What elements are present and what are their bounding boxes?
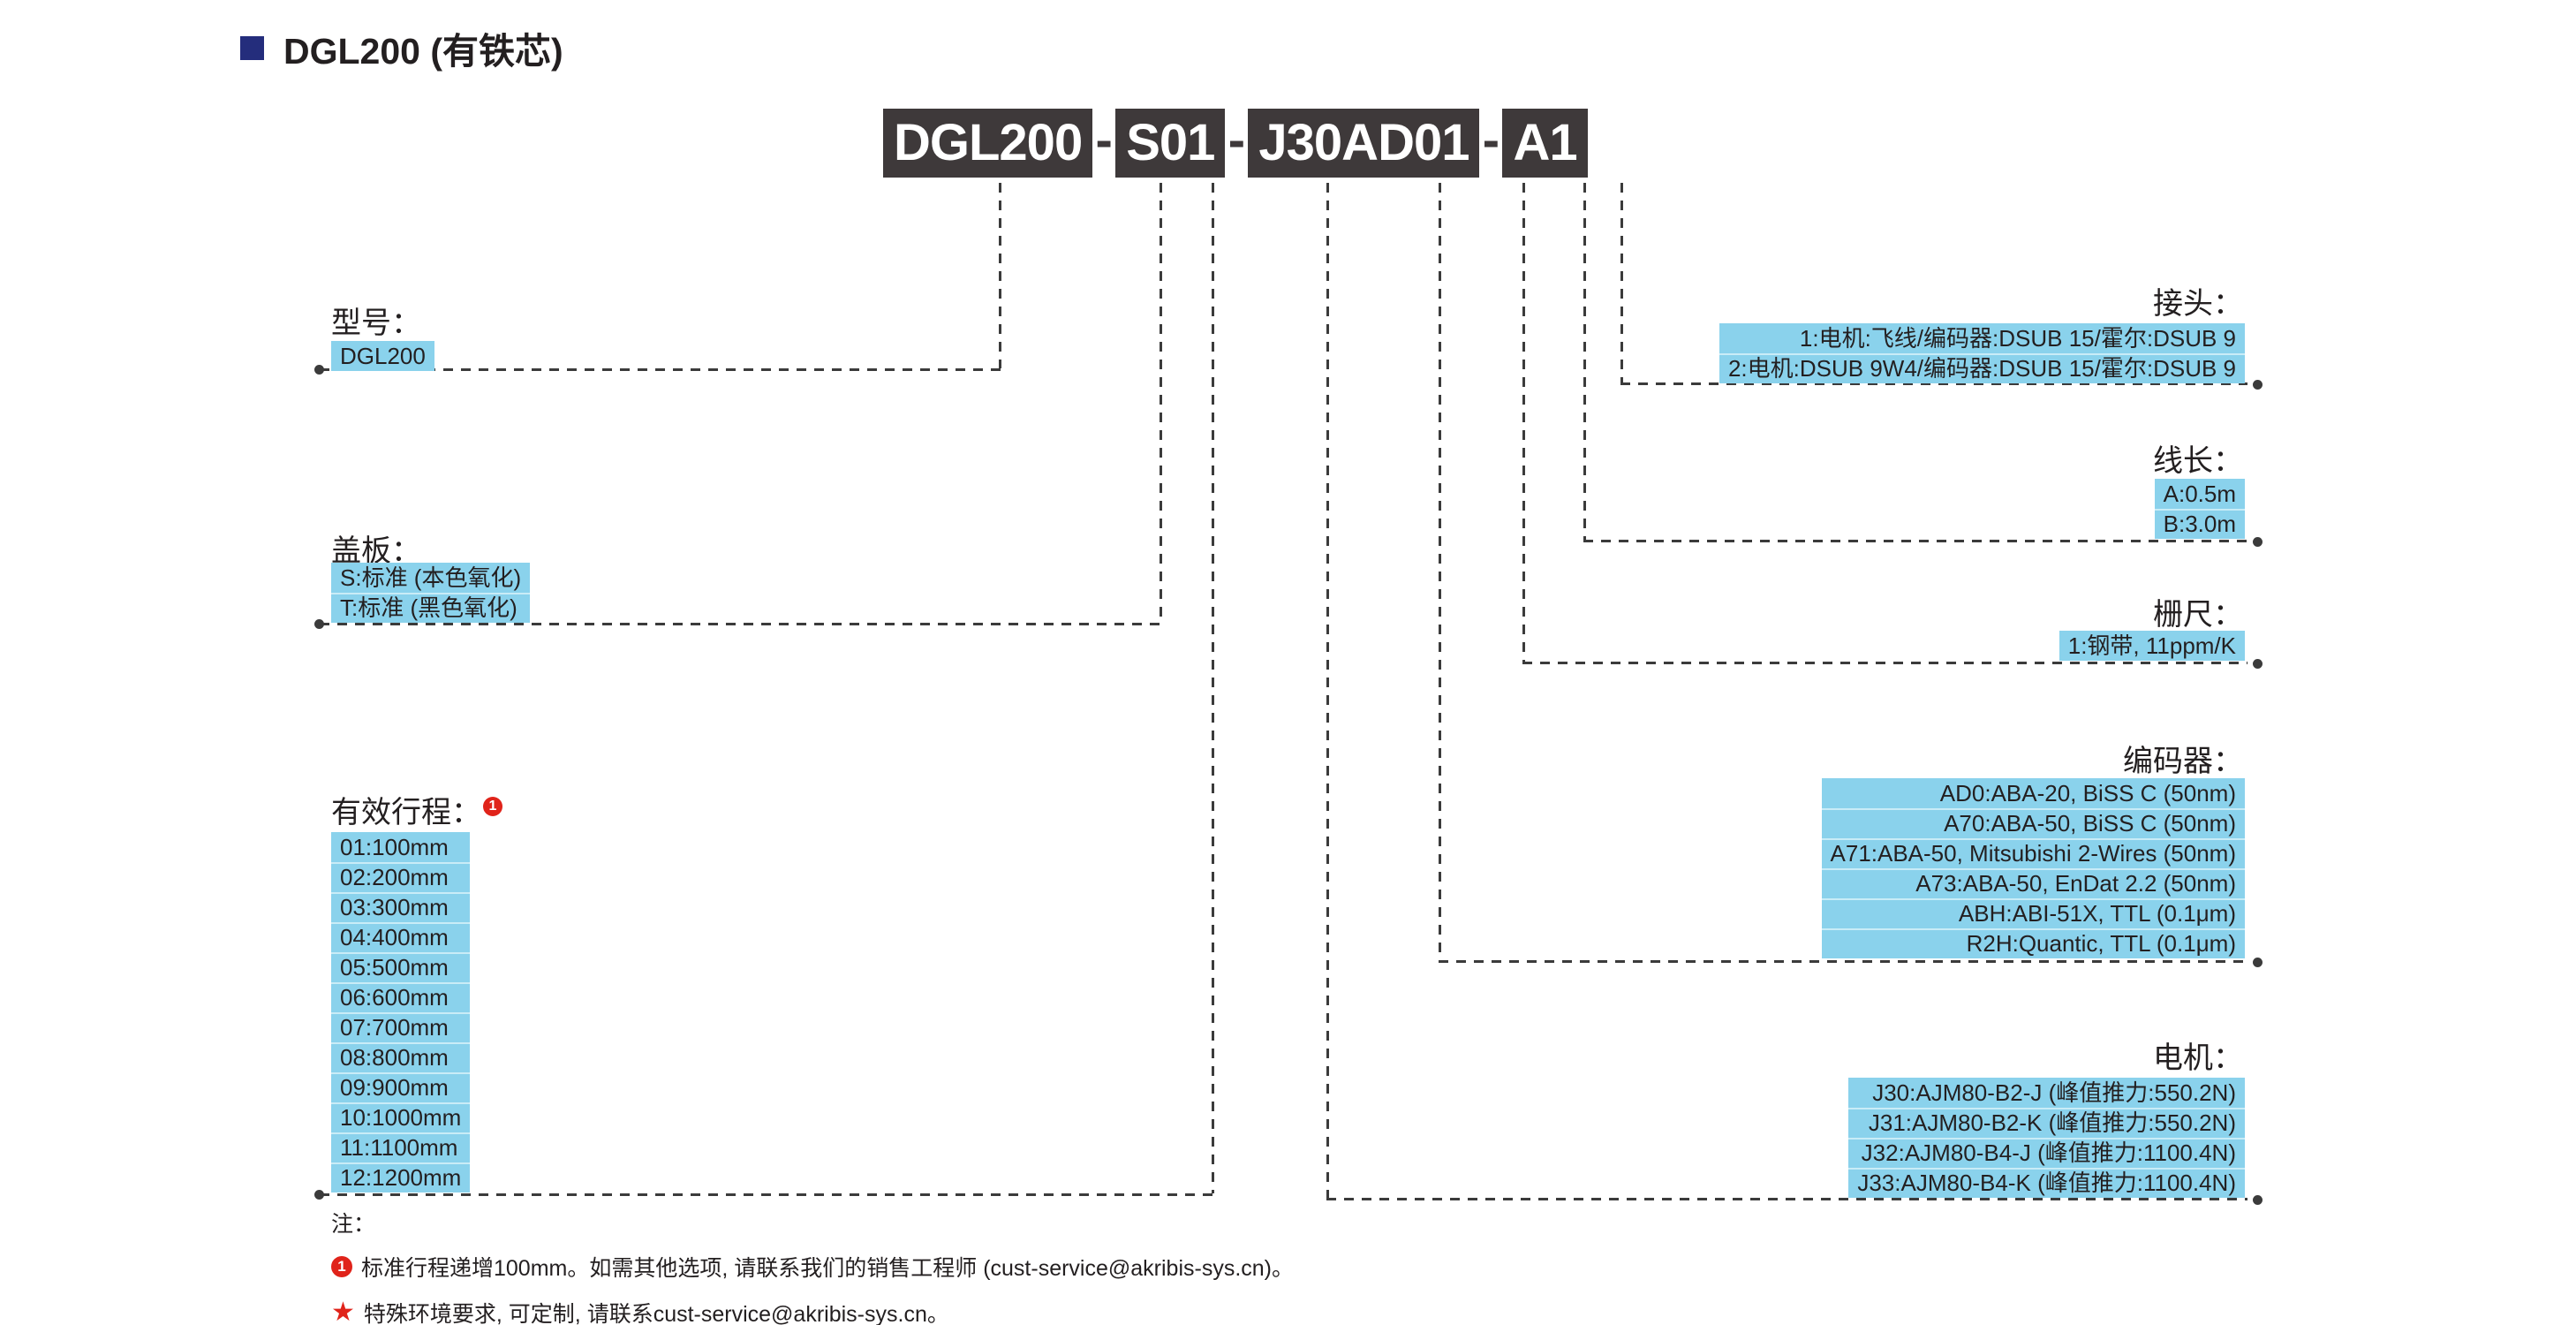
notes-heading: 注： bbox=[331, 1212, 376, 1237]
leader-vline-stroke bbox=[1212, 183, 1214, 1193]
options-connector: 1:电机:飞线/编码器:DSUB 15/霍尔:DSUB 9 2:电机:DSUB … bbox=[1719, 323, 2245, 383]
options-stroke: 01:100mm 02:200mm 03:300mm 04:400mm 05:5… bbox=[331, 832, 471, 1192]
note-1-badge: 1 bbox=[331, 1256, 352, 1277]
section-label-stroke: 有效行程：1 bbox=[331, 788, 502, 831]
code-separator: - bbox=[1482, 111, 1500, 169]
note-ref-1-badge: 1 bbox=[483, 797, 502, 816]
option-row: R2H:Quantic, TTL (0.1μm) bbox=[1821, 928, 2245, 958]
option-row: J32:AJM80-B4-J (峰值推力:1100.4N) bbox=[1848, 1138, 2245, 1168]
option-row: AD0:ABA-20, BiSS C (50nm) bbox=[1939, 780, 2236, 806]
option-row: 07:700mm bbox=[331, 1012, 471, 1042]
leader-vline-cover bbox=[1160, 183, 1162, 623]
code-segment-cable-connector: A1 bbox=[1502, 109, 1588, 178]
title-bullet-square bbox=[240, 35, 264, 60]
leader-hline-encoder bbox=[1439, 960, 2247, 963]
star-icon: ★ bbox=[331, 1298, 355, 1325]
option-row: 11:1100mm bbox=[331, 1132, 471, 1162]
leader-vline-model bbox=[999, 183, 1001, 368]
line-dot-connector bbox=[2253, 380, 2262, 390]
code-separator: - bbox=[1228, 111, 1246, 169]
footnote-2: ★ 特殊环境要求, 可定制, 请联系cust-service@akribis-s… bbox=[331, 1297, 1294, 1325]
leader-hline-motor bbox=[1326, 1198, 2247, 1200]
option-row: 09:900mm bbox=[331, 1072, 471, 1102]
option-row: 04:400mm bbox=[331, 922, 471, 952]
leader-hline-connector bbox=[1620, 382, 2247, 385]
line-dot-cable bbox=[2253, 537, 2262, 547]
option-row: 2:电机:DSUB 9W4/编码器:DSUB 15/霍尔:DSUB 9 bbox=[1719, 353, 2245, 383]
leader-hline-stroke bbox=[320, 1193, 1213, 1196]
code-segment-cover-stroke: S01 bbox=[1115, 109, 1226, 178]
option-row: 10:1000mm bbox=[331, 1102, 471, 1132]
code-segment-model: DGL200 bbox=[883, 109, 1093, 178]
line-dot-encoder bbox=[2253, 958, 2262, 967]
options-encoder: AD0:ABA-20, BiSS C (50nm) A70:ABA-50, Bi… bbox=[1821, 778, 2245, 958]
section-label-model: 型号： bbox=[331, 307, 421, 340]
option-row: 03:300mm bbox=[331, 892, 471, 922]
section-label-encoder: 编码器： bbox=[2123, 745, 2243, 778]
leader-vline-motor bbox=[1326, 183, 1329, 1198]
options-model: DGL200 bbox=[331, 341, 434, 371]
option-row: J33:AJM80-B4-K (峰值推力:1100.4N) bbox=[1848, 1168, 2245, 1198]
leader-vline-connector bbox=[1620, 183, 1623, 382]
option-row: T:标准 (黑色氧化) bbox=[331, 593, 531, 623]
options-scale: 1:钢带, 11ppm/K bbox=[2059, 631, 2245, 661]
option-row: 05:500mm bbox=[331, 952, 471, 982]
leader-hline-cable bbox=[1583, 540, 2247, 542]
note-1-text: 标准行程递增100mm。如需其他选项, 请联系我们的销售工程师 (cust-se… bbox=[361, 1256, 1295, 1281]
leader-hline-model bbox=[320, 368, 1001, 371]
option-row: J31:AJM80-B2-K (峰值推力:550.2N) bbox=[1848, 1108, 2245, 1138]
options-cable: A:0.5m B:3.0m bbox=[2154, 479, 2245, 539]
footnotes: 注： 1 标准行程递增100mm。如需其他选项, 请联系我们的销售工程师 (cu… bbox=[331, 1207, 1294, 1325]
line-dot-scale bbox=[2253, 659, 2262, 669]
page-title: DGL200 (有铁芯) bbox=[283, 31, 563, 72]
section-label-cable: 线长： bbox=[2153, 444, 2243, 478]
option-row: J30:AJM80-B2-J (峰值推力:550.2N) bbox=[1872, 1079, 2236, 1106]
option-row: B:3.0m bbox=[2154, 509, 2245, 539]
leader-hline-scale bbox=[1522, 662, 2247, 664]
footnote-1: 1 标准行程递增100mm。如需其他选项, 请联系我们的销售工程师 (cust-… bbox=[331, 1251, 1294, 1283]
option-row: 02:200mm bbox=[331, 862, 471, 892]
option-row: A70:ABA-50, BiSS C (50nm) bbox=[1821, 808, 2245, 838]
option-row: 06:600mm bbox=[331, 982, 471, 1012]
option-row: S:标准 (本色氧化) bbox=[340, 564, 522, 591]
order-code: DGL200 - S01 - J30AD01 - A1 bbox=[883, 109, 1588, 178]
option-row: 12:1200mm bbox=[331, 1162, 471, 1192]
line-dot-cover bbox=[314, 619, 324, 629]
section-label-scale: 栅尺： bbox=[2153, 598, 2243, 632]
section-label-connector: 接头： bbox=[2153, 287, 2243, 321]
section-label-motor: 电机： bbox=[2153, 1041, 2243, 1075]
option-row: A71:ABA-50, Mitsubishi 2-Wires (50nm) bbox=[1821, 838, 2245, 868]
page-title-row: DGL200 (有铁芯) bbox=[240, 21, 563, 74]
code-separator: - bbox=[1095, 111, 1113, 169]
note-2-text: 特殊环境要求, 可定制, 请联系cust-service@akribis-sys… bbox=[363, 1302, 949, 1325]
line-dot-model bbox=[314, 365, 324, 375]
option-row: 01:100mm bbox=[340, 834, 449, 860]
option-row: 1:电机:飞线/编码器:DSUB 15/霍尔:DSUB 9 bbox=[1799, 325, 2236, 352]
code-segment-motor-encoder-scale: J30AD01 bbox=[1248, 109, 1480, 178]
line-dot-motor bbox=[2253, 1195, 2262, 1205]
leader-vline-scale bbox=[1522, 183, 1525, 662]
line-dot-stroke bbox=[314, 1190, 324, 1200]
section-label-cover: 盖板： bbox=[331, 534, 421, 568]
option-row: A:0.5m bbox=[2163, 481, 2236, 507]
option-row: DGL200 bbox=[340, 343, 426, 369]
section-label-stroke-text: 有效行程： bbox=[331, 796, 481, 829]
leader-vline-cable bbox=[1583, 183, 1586, 540]
option-row: 1:钢带, 11ppm/K bbox=[2067, 632, 2236, 659]
options-cover: S:标准 (本色氧化) T:标准 (黑色氧化) bbox=[331, 563, 531, 623]
option-row: 08:800mm bbox=[331, 1042, 471, 1072]
option-row: ABH:ABI-51X, TTL (0.1μm) bbox=[1821, 898, 2245, 928]
leader-hline-cover bbox=[320, 623, 1161, 625]
option-row: A73:ABA-50, EnDat 2.2 (50nm) bbox=[1821, 868, 2245, 898]
options-motor: J30:AJM80-B2-J (峰值推力:550.2N) J31:AJM80-B… bbox=[1848, 1078, 2245, 1198]
leader-vline-encoder bbox=[1439, 183, 1441, 960]
